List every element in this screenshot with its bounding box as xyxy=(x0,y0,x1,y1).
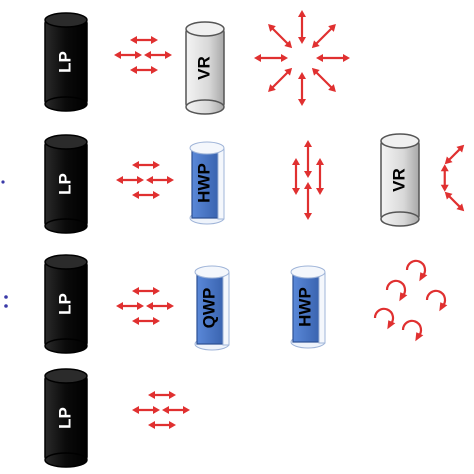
double-arrow xyxy=(132,406,160,414)
azimuthal-octagon-arrows xyxy=(440,144,465,212)
curl-arrow xyxy=(425,289,448,312)
hwp-label: HWP xyxy=(194,163,213,203)
curl-arrow xyxy=(405,259,428,282)
double-arrow xyxy=(316,158,324,195)
double-arrow xyxy=(292,158,300,195)
vortex-retarder: VR xyxy=(380,133,420,227)
vortex-retarder: VR xyxy=(185,21,225,115)
curl-arrow xyxy=(385,279,408,302)
double-arrow xyxy=(132,317,160,325)
edge-dot xyxy=(4,304,8,308)
double-arrow xyxy=(130,66,158,74)
double-arrow xyxy=(162,406,190,414)
linear-polarizer: LP xyxy=(44,368,88,468)
double-arrow xyxy=(316,54,350,62)
double-arrow xyxy=(268,67,293,92)
double-arrow xyxy=(298,72,306,106)
double-arrow xyxy=(132,161,160,169)
double-arrow xyxy=(304,182,312,220)
linear-polarizer: LP xyxy=(44,254,88,354)
lp-label: LP xyxy=(55,173,74,195)
linear-polarizer: LP xyxy=(44,134,88,234)
double-arrow xyxy=(144,51,172,59)
lp-label: LP xyxy=(55,293,74,315)
double-arrow xyxy=(146,176,174,184)
double-arrow xyxy=(132,287,160,295)
double-arrow xyxy=(298,10,306,44)
vr-label: VR xyxy=(389,168,408,192)
double-arrow xyxy=(440,164,449,192)
qwp-label: QWP xyxy=(199,288,218,329)
horizontal-polarization-arrows xyxy=(114,36,172,74)
double-arrow xyxy=(311,24,336,49)
double-arrow xyxy=(268,24,293,49)
double-arrow xyxy=(148,421,176,429)
double-arrow xyxy=(311,67,336,92)
double-arrow xyxy=(114,51,142,59)
double-arrow xyxy=(304,140,312,178)
vr-label: VR xyxy=(194,56,213,80)
double-arrow xyxy=(116,302,144,310)
horizontal-polarization-arrows xyxy=(116,287,174,325)
curl-arrow xyxy=(401,319,424,342)
edge-dot xyxy=(4,295,8,299)
curl-arrow xyxy=(373,307,396,330)
circular-polarization-arrows xyxy=(373,259,448,342)
double-arrow xyxy=(148,391,176,399)
qwp-waveplate: QWP xyxy=(194,265,230,351)
edge-dot xyxy=(1,180,5,184)
radial-polarization-arrows xyxy=(254,10,350,106)
double-arrow xyxy=(132,191,160,199)
double-arrow xyxy=(254,54,288,62)
horizontal-polarization-arrows xyxy=(116,161,174,199)
double-arrow xyxy=(116,176,144,184)
double-arrow xyxy=(146,302,174,310)
left-edge-marks xyxy=(1,180,8,308)
double-arrow xyxy=(444,191,465,212)
lp-label: LP xyxy=(55,51,74,73)
vertical-polarization-arrows xyxy=(292,140,324,220)
linear-polarizer: LP xyxy=(44,12,88,112)
hwp-waveplate: HWP xyxy=(290,265,326,349)
horizontal-polarization-arrows xyxy=(132,391,190,429)
lp-label: LP xyxy=(55,407,74,429)
hwp-label: HWP xyxy=(295,287,314,327)
hwp-waveplate: HWP xyxy=(189,141,225,225)
double-arrow xyxy=(444,144,465,165)
double-arrow xyxy=(130,36,158,44)
